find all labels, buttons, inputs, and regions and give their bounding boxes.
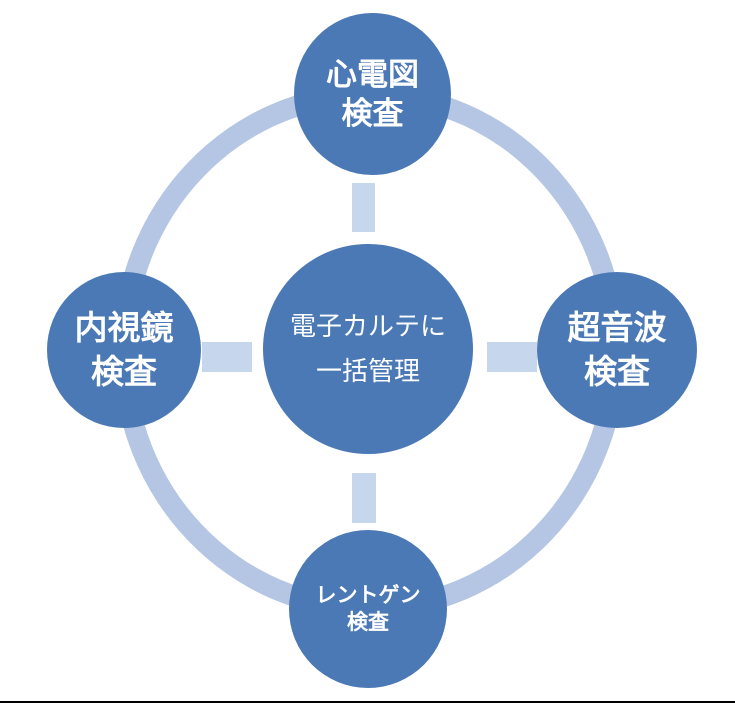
connector-bottom xyxy=(352,473,376,523)
node-ultrasound-label-line1: 超音波 xyxy=(567,309,667,346)
connector-left xyxy=(202,342,252,372)
node-endoscope[interactable]: 内視鏡 検査 xyxy=(47,272,201,428)
node-ecg-label-line1: 心電図 xyxy=(326,57,419,92)
connector-right xyxy=(487,342,537,372)
node-ultrasound[interactable]: 超音波 検査 xyxy=(537,272,697,428)
node-ultrasound-label-line2: 検査 xyxy=(584,353,650,390)
node-center-label-line2: 一括管理 xyxy=(315,356,420,386)
horizontal-rule xyxy=(0,701,735,703)
connector-top xyxy=(352,183,375,232)
node-xray[interactable]: レントゲン 検査 xyxy=(289,530,447,688)
node-ecg-label-line2: 検査 xyxy=(341,96,404,131)
node-xray-label-line1: レントゲン xyxy=(315,584,421,607)
node-ecg[interactable]: 心電図 検査 xyxy=(294,13,451,175)
node-endoscope-label-line1: 内視鏡 xyxy=(74,309,174,346)
node-xray-label-line2: 検査 xyxy=(347,611,389,634)
node-endoscope-label-line2: 検査 xyxy=(91,353,157,390)
node-center-label-line1: 電子カルテに xyxy=(289,311,446,341)
node-center-emr[interactable]: 電子カルテに 一括管理 xyxy=(263,244,473,454)
